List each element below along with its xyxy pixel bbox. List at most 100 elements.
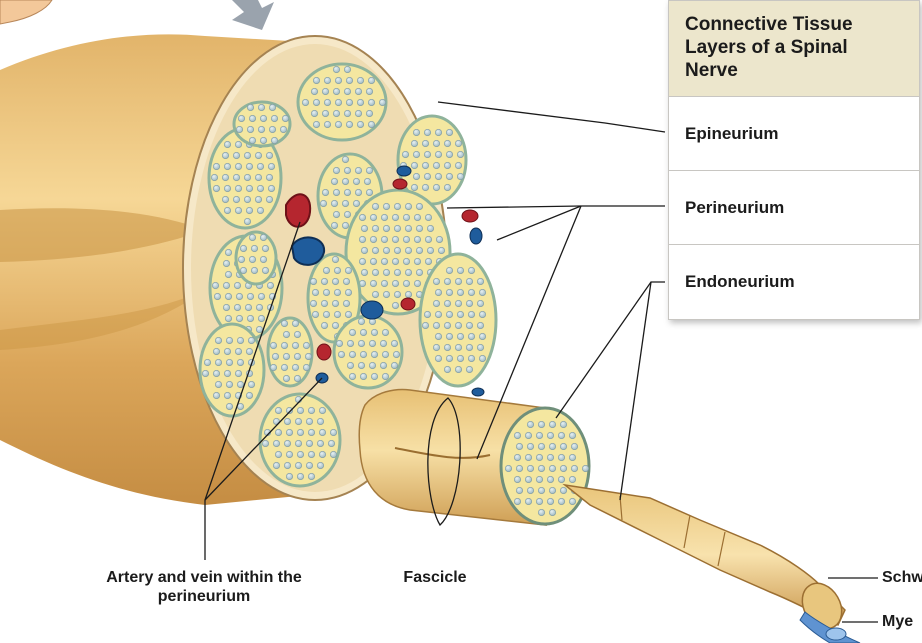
axon-dot <box>549 465 555 471</box>
legend-item-perineurium: Perineurium <box>669 171 919 245</box>
axon-dot <box>268 163 274 169</box>
axon-dot <box>262 267 268 273</box>
axon-dot <box>240 245 246 251</box>
axon-dot <box>213 185 219 191</box>
axon-dot <box>392 280 398 286</box>
axon-dot <box>255 174 261 180</box>
axon-dot <box>233 196 239 202</box>
axon-dot <box>333 110 339 116</box>
axon-dot <box>466 278 472 284</box>
axon-dot <box>569 476 575 482</box>
axon-dot <box>342 222 348 228</box>
axon-dot <box>403 214 409 220</box>
axon-dot <box>527 443 533 449</box>
axon-dot <box>359 214 365 220</box>
axon-dot <box>369 340 375 346</box>
axon-dot <box>455 322 461 328</box>
axon-dot <box>255 152 261 158</box>
axon-dot <box>435 129 441 135</box>
axon-dot <box>403 280 409 286</box>
axon-dot <box>444 162 450 168</box>
axon-dot <box>224 185 230 191</box>
axon-dot <box>393 351 399 357</box>
axon-dot <box>427 247 433 253</box>
axon-dot <box>361 225 367 231</box>
axon-dot <box>391 362 397 368</box>
axon-dot <box>275 429 281 435</box>
axon-dot <box>247 104 253 110</box>
axon-dot <box>435 173 441 179</box>
legend-header: Connective Tissue Layers of a Spinal Ner… <box>669 1 919 97</box>
axon-dot <box>273 462 279 468</box>
axon-dot <box>477 300 483 306</box>
axon-dot <box>394 269 400 275</box>
axon-dot <box>360 351 366 357</box>
axon-dot <box>335 99 341 105</box>
axon-dot <box>321 300 327 306</box>
axon-dot <box>222 174 228 180</box>
axon-dot <box>308 429 314 435</box>
axon-dot <box>342 200 348 206</box>
axon-dot <box>238 256 244 262</box>
axon-dot <box>358 318 364 324</box>
myelin-label: Mye <box>882 612 922 631</box>
axon-dot <box>411 140 417 146</box>
axon-dot <box>308 473 314 479</box>
axon-dot <box>286 429 292 435</box>
axon-dot <box>324 99 330 105</box>
axon-dot <box>538 443 544 449</box>
axon-dot <box>260 115 266 121</box>
axon-dot <box>394 291 400 297</box>
axon-dot <box>416 247 422 253</box>
axon-dot <box>413 151 419 157</box>
axon-dot <box>414 236 420 242</box>
axon-dot <box>558 454 564 460</box>
axon-dot <box>457 355 463 361</box>
axon-dot <box>392 214 398 220</box>
endoneurium-leader <box>620 282 651 500</box>
axon-dot <box>525 498 531 504</box>
axon-dot <box>260 256 266 262</box>
axon-dot <box>424 173 430 179</box>
axon-dot <box>283 375 289 381</box>
axon-dot <box>379 99 385 105</box>
axon-dot <box>411 184 417 190</box>
axon-dot <box>424 151 430 157</box>
axon-dot <box>425 236 431 242</box>
axon-dot <box>425 214 431 220</box>
axon-dot <box>411 162 417 168</box>
axon-dot <box>324 121 330 127</box>
axon-dot <box>235 141 241 147</box>
axon-dot <box>347 362 353 368</box>
layer-legend-panel: Connective Tissue Layers of a Spinal Ner… <box>668 0 920 320</box>
axon-dot <box>222 196 228 202</box>
axon-dot <box>331 222 337 228</box>
axon-dot <box>455 366 461 372</box>
axon-dot <box>525 432 531 438</box>
axon-dot <box>310 278 316 284</box>
axon-dot <box>324 77 330 83</box>
axon-dot <box>455 344 461 350</box>
axon-dot <box>297 473 303 479</box>
axon-dot <box>247 126 253 132</box>
axon-dot <box>433 322 439 328</box>
vein <box>470 228 482 244</box>
axon-dot <box>435 151 441 157</box>
axon-dot <box>258 104 264 110</box>
axon-dot <box>560 465 566 471</box>
vein <box>397 166 411 176</box>
axon-dot <box>368 77 374 83</box>
axon-dot <box>455 140 461 146</box>
axon-dot <box>257 207 263 213</box>
axon-dot <box>295 440 301 446</box>
axon-dot <box>514 432 520 438</box>
axon-dot <box>444 140 450 146</box>
axon-dot <box>538 465 544 471</box>
axon-dot <box>547 498 553 504</box>
axon-dot <box>266 174 272 180</box>
axon-dot <box>455 278 461 284</box>
axon-dot <box>292 320 298 326</box>
axon-dot <box>381 258 387 264</box>
axon-dot <box>255 196 261 202</box>
axon-dot <box>560 443 566 449</box>
